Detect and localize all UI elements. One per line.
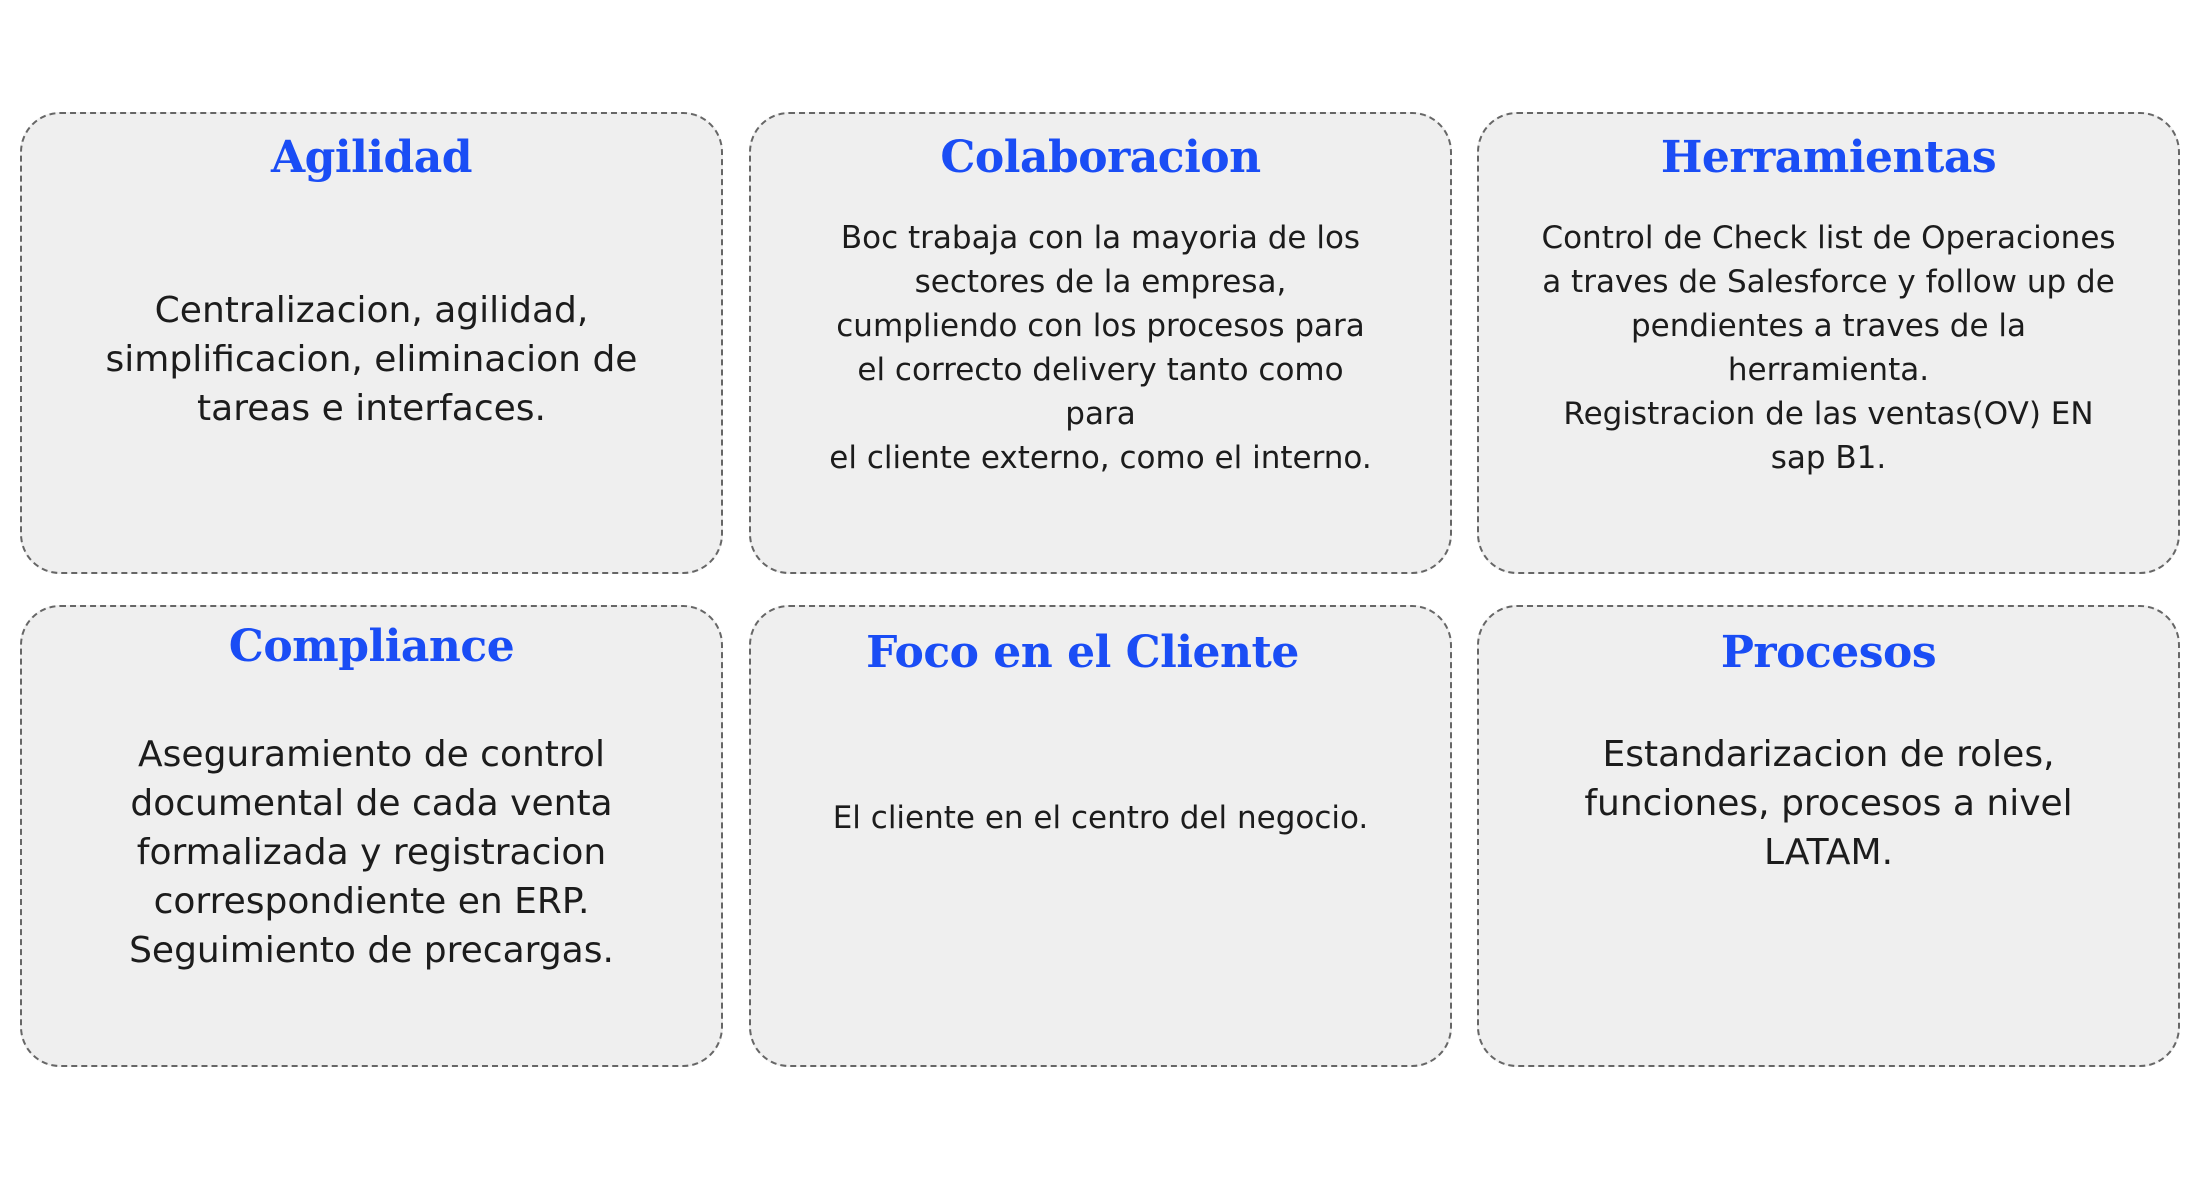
card-text-herramientas: Control de Check list de Operaciones a t… [1541, 220, 2116, 476]
card-title-herramientas: Herramientas [1660, 132, 1997, 183]
card-text-agilidad: Centralizacion, agilidad, simplificacion… [105, 290, 638, 429]
card-title-procesos: Procesos [1720, 627, 1937, 678]
card-text-procesos: Estandarizacion de roles, funciones, pro… [1584, 734, 2073, 873]
card-procesos: Procesos Estandarizacion de roles, funci… [1477, 605, 2180, 1067]
card-title-agilidad: Agilidad [270, 132, 473, 183]
card-title-compliance: Compliance [228, 621, 515, 672]
card-text-compliance: Aseguramiento de control documental de c… [129, 734, 614, 971]
card-colaboracion: Colaboracion Boc trabaja con la mayoria … [749, 112, 1452, 574]
card-compliance: Compliance Aseguramiento de control docu… [20, 605, 723, 1067]
card-herramientas: Herramientas Control de Check list de Op… [1477, 112, 2180, 574]
card-text-foco-en-el-cliente: El cliente en el centro del negocio. [832, 800, 1369, 836]
card-foco-en-el-cliente: Foco en el Cliente El cliente en el cent… [749, 605, 1452, 1067]
card-agilidad: Agilidad Centralizacion, agilidad, simpl… [20, 112, 723, 574]
card-title-foco-en-el-cliente: Foco en el Cliente [866, 627, 1299, 678]
card-text-colaboracion: Boc trabaja con la mayoria de los sector… [829, 220, 1372, 476]
card-title-colaboracion: Colaboracion [940, 132, 1261, 183]
